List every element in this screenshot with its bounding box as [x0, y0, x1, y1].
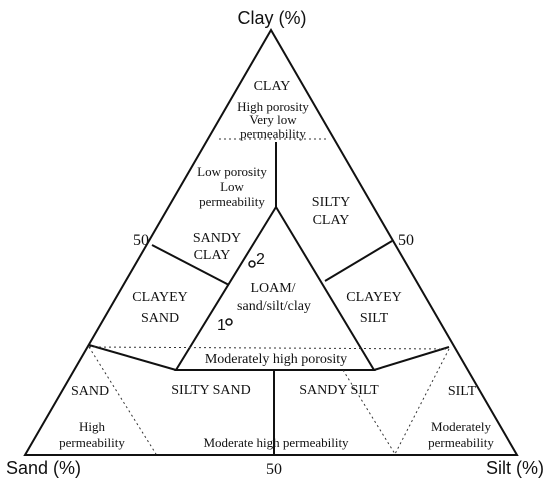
- axis-label-clay: Clay (%): [237, 8, 306, 28]
- outer-triangle: [23, 28, 519, 456]
- note-moderately-1: Moderately: [431, 419, 491, 434]
- zone-clay: CLAY: [254, 79, 291, 94]
- note-moderately-2: permeability: [428, 435, 494, 450]
- zone-clayey-sand-1: CLAYEY: [132, 290, 188, 305]
- note-moderate-high-permeability: Moderate high permeability: [203, 435, 349, 450]
- sandy-silt-silt-boundary: [373, 346, 450, 371]
- note-moderately-high-porosity: Moderately high porosity: [205, 352, 347, 367]
- zone-clayey-silt-1: CLAYEY: [346, 290, 402, 305]
- note-low-permeability: permeability: [199, 194, 265, 209]
- note-high-2: permeability: [59, 435, 125, 450]
- zone-silty-sand: SILTY SAND: [171, 383, 250, 398]
- zone-sandy-clay-2: CLAY: [194, 248, 231, 263]
- note-very-low-1: Very low: [249, 112, 297, 127]
- sand-dotted-left: [88, 346, 157, 455]
- axis-label-silt: Silt (%): [486, 458, 544, 478]
- sample-point-2-label: 2: [256, 251, 265, 268]
- zone-clayey-silt-2: SILT: [360, 311, 389, 326]
- sand-silty-sand-boundary: [88, 344, 177, 371]
- axis-label-sand: Sand (%): [6, 458, 81, 478]
- silty-clay-boundary: [324, 240, 393, 282]
- zone-silt: SILT: [448, 384, 477, 399]
- note-high-1: High: [79, 419, 106, 434]
- zone-loam-2: sand/silt/clay: [237, 299, 311, 314]
- silt-dotted-mid: [342, 369, 396, 455]
- zone-clayey-sand-2: SAND: [141, 311, 179, 326]
- zone-silty-clay-1: SILTY: [312, 195, 350, 210]
- note-low: Low: [220, 179, 244, 194]
- zone-sandy-clay-1: SANDY: [193, 231, 241, 246]
- porosity-dotted-line: [88, 346, 450, 350]
- note-high-porosity: High porosity: [237, 99, 309, 114]
- tick-bottom-50: 50: [266, 461, 282, 478]
- tick-left-50: 50: [133, 232, 149, 249]
- sample-point-1-marker: [225, 318, 233, 326]
- zone-silty-clay-2: CLAY: [313, 213, 350, 228]
- zone-sand: SAND: [71, 384, 109, 399]
- sandy-clay-boundary: [151, 244, 230, 286]
- sample-point-2-marker: [248, 260, 256, 268]
- sample-point-1-label: 1: [217, 317, 226, 334]
- note-very-low-2: permeability: [240, 126, 306, 141]
- zone-loam-1: LOAM/: [250, 281, 295, 296]
- note-low-porosity: Low porosity: [197, 164, 267, 179]
- tick-right-50: 50: [398, 232, 414, 249]
- zone-sandy-silt: SANDY SILT: [299, 383, 379, 398]
